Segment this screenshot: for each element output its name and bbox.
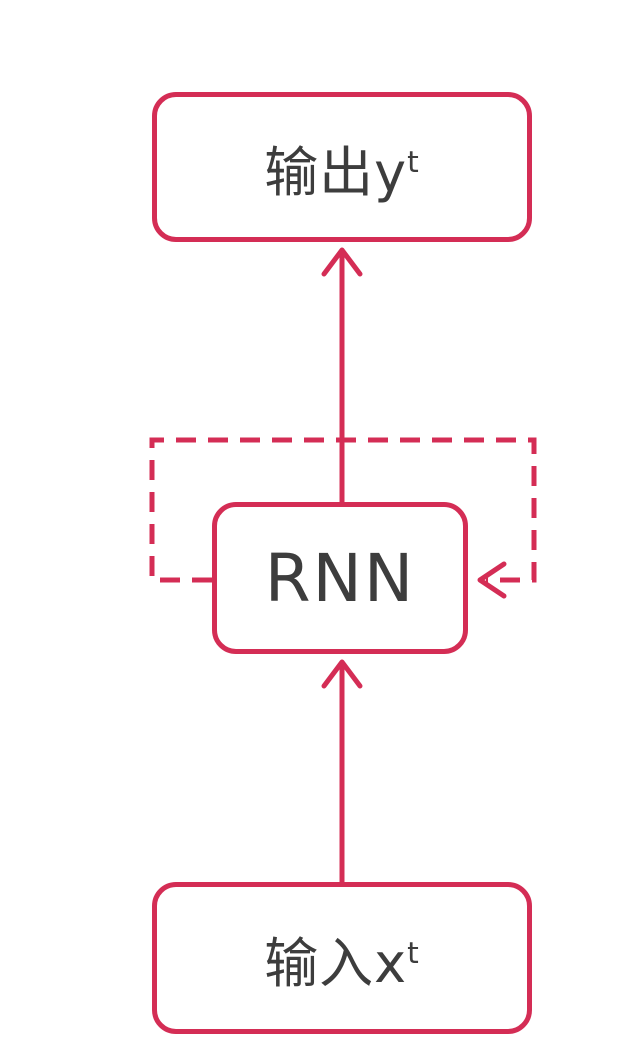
- rnn-node-label: RNN: [264, 539, 416, 617]
- output-node-label: 输出y: [264, 140, 408, 204]
- recurrent-loop-arrowhead: [477, 561, 507, 599]
- output-node-superscript: t: [407, 145, 420, 181]
- input-node-superscript: t: [407, 936, 420, 972]
- edge-rnn-to-output-arrowhead: [321, 247, 363, 277]
- input-node-label: 输入x: [264, 931, 408, 995]
- rnn-node: RNN: [212, 502, 468, 654]
- edge-input-to-rnn-arrowhead: [321, 659, 363, 689]
